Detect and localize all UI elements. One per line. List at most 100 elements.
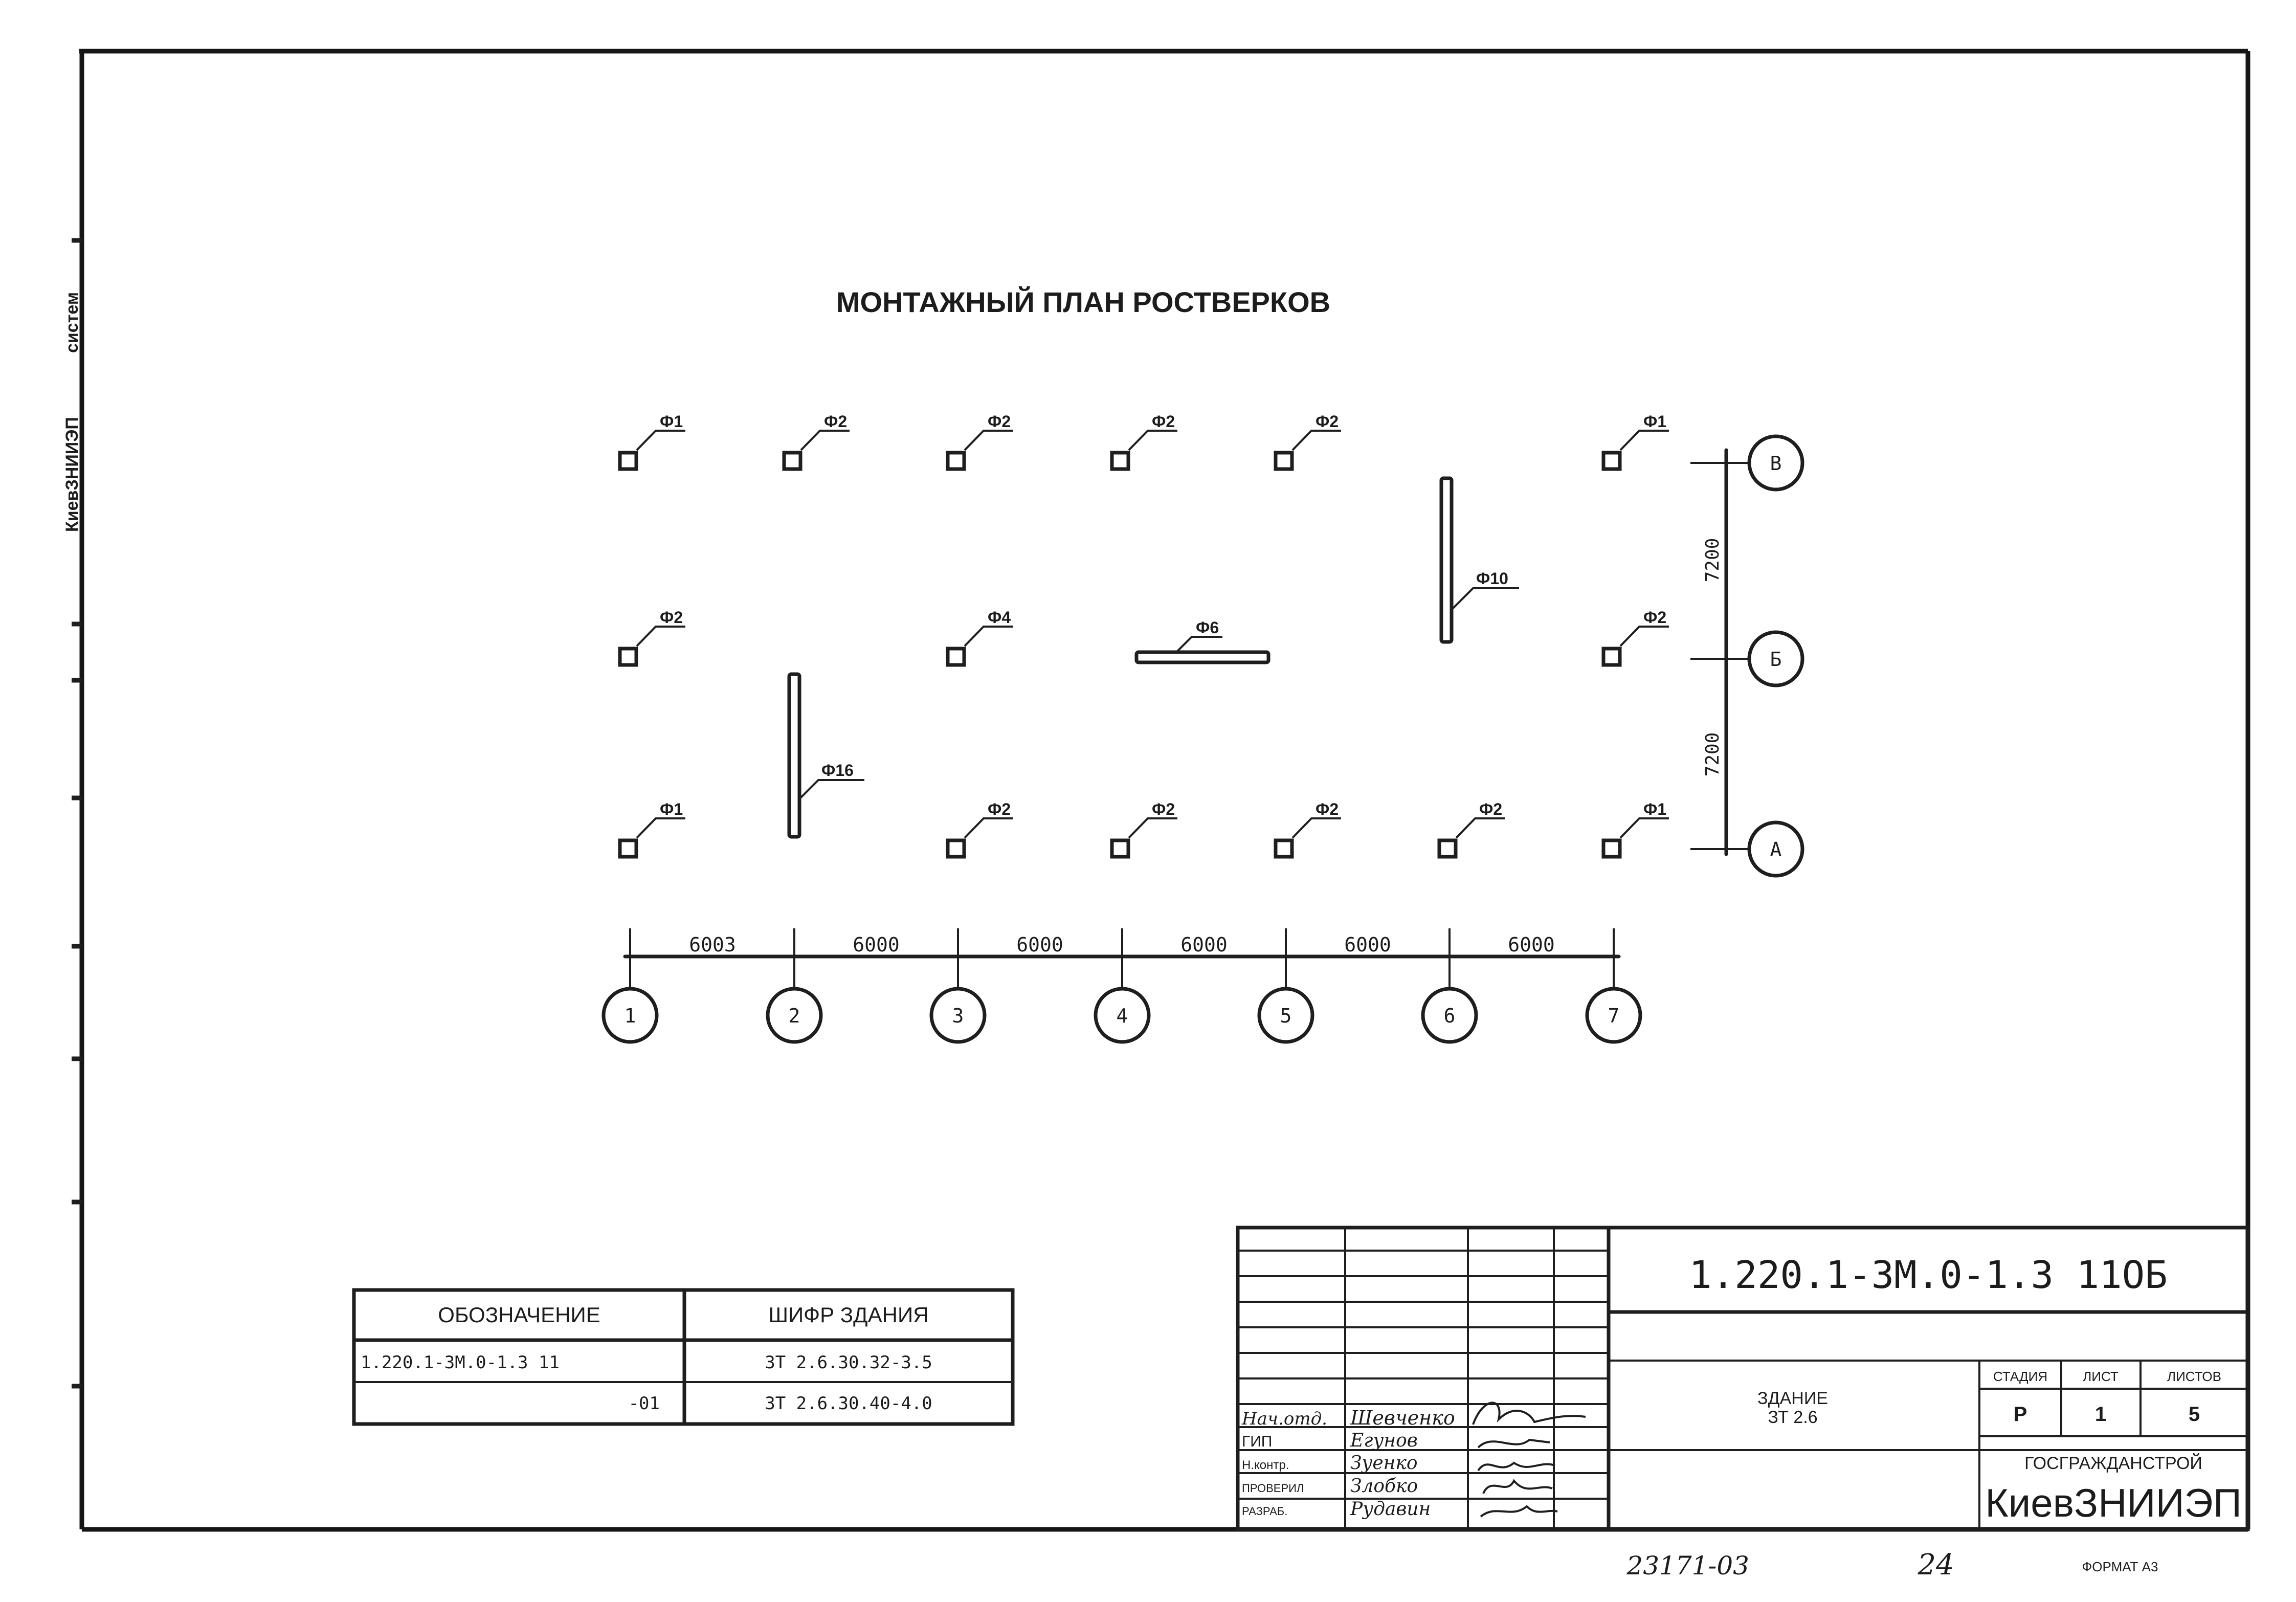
pile-cap: Ф4 [946, 608, 1013, 667]
axis-number: 7 [1608, 1005, 1620, 1027]
strip-beam-f16: Ф16 [787, 672, 864, 839]
pile-cap-mark: Ф1 [660, 800, 683, 818]
pile-cap-mark: Ф2 [1316, 412, 1339, 431]
person-name: Егунов [1350, 1430, 1418, 1451]
axis-marker: В [1726, 434, 1804, 492]
person-name: Шевченко [1350, 1407, 1455, 1429]
page-number: 24 [1917, 1548, 1954, 1582]
side-stamp-system: систем [62, 292, 82, 353]
axis-number: 2 [789, 1005, 800, 1027]
pile-cap-mark: Ф1 [1643, 412, 1666, 431]
pile-cap: Ф1 [1601, 800, 1669, 859]
axis-marker: А [1726, 820, 1804, 878]
building-code: ЗТ 2.6 [1768, 1408, 1817, 1427]
axis-letter: А [1770, 838, 1782, 861]
pile-cap: Ф1 [618, 412, 685, 471]
pile-cap-mark: Ф2 [1643, 608, 1666, 627]
table-cell: 1.220.1-3М.0-1.3 11 [361, 1352, 560, 1373]
pile-cap: Ф1 [618, 800, 685, 859]
margin-ticks [72, 238, 82, 1389]
sheet-label: ЛИСТ [2083, 1369, 2119, 1384]
axis-letter: В [1770, 452, 1782, 475]
org-top: ГОСГРАЖДАНСТРОЙ [2024, 1454, 2202, 1473]
pile-cap-mark: Ф2 [824, 412, 847, 431]
beam-mark: Ф10 [1476, 569, 1508, 588]
pile-cap: Ф2 [1601, 608, 1669, 667]
span-label: 6000 [1180, 933, 1228, 956]
stage-value: Р [2014, 1403, 2027, 1426]
pile-cap-mark: Ф2 [660, 608, 683, 627]
sheet-value: 1 [2095, 1403, 2106, 1426]
table-header: ШИФР ЗДАНИЯ [769, 1303, 929, 1327]
pile-cap: Ф2 [946, 800, 1013, 859]
org-name: КиевЗНИИЭП [1985, 1480, 2242, 1525]
pile-cap: Ф2 [1110, 800, 1177, 859]
role-label: Н.контр. [1242, 1458, 1289, 1472]
foundations-row-b: Ф2 Ф4 Ф2 [618, 608, 1669, 667]
pile-cap: Ф2 [1110, 412, 1177, 471]
pile-cap-mark: Ф2 [1152, 800, 1175, 818]
axis-marker: 6 [1421, 987, 1478, 1044]
title-block: 1.220.1-3М.0-1.3 11ОБ ЗДАНИЕ ЗТ 2.6 СТАД… [1236, 1226, 2250, 1531]
span-label: 6003 [689, 933, 736, 956]
axis-marker: 3 [929, 987, 987, 1044]
table-header: ОБОЗНАЧЕНИЕ [438, 1303, 600, 1327]
signatures [1472, 1401, 1586, 1518]
drawing-frame [79, 49, 2250, 1532]
sheets-label: ЛИСТОВ [2167, 1369, 2221, 1384]
stage-label: СТАДИЯ [1993, 1369, 2047, 1384]
pile-cap: Ф2 [1437, 800, 1505, 859]
axis-number: 4 [1117, 1005, 1128, 1027]
span-labels: 6003 6000 6000 6000 6000 6000 [689, 933, 1555, 956]
axis-number: 6 [1444, 1005, 1456, 1027]
axis-letter: Б [1770, 648, 1782, 671]
axis-marker: 1 [601, 987, 659, 1044]
dimension-line-horizontal [623, 928, 1621, 990]
pile-cap-mark: Ф2 [988, 412, 1011, 431]
format-label: ФОРМАТ А3 [2082, 1559, 2158, 1574]
document-code: 1.220.1-3М.0-1.3 11ОБ [1689, 1253, 2168, 1297]
strip-beam-f6: Ф6 [1134, 618, 1270, 664]
pile-cap: Ф2 [618, 608, 685, 667]
plan-title: МОНТАЖНЫЙ ПЛАН РОСТВЕРКОВ [836, 286, 1330, 318]
archive-number: 23171-03 [1626, 1551, 1749, 1581]
sheets-value: 5 [2189, 1403, 2200, 1426]
table-cell: -01 [629, 1393, 660, 1414]
axis-number: 3 [952, 1005, 964, 1027]
designation-table: ОБОЗНАЧЕНИЕ ШИФР ЗДАНИЯ 1.220.1-3М.0-1.3… [352, 1288, 1015, 1426]
axis-marker: 2 [766, 987, 823, 1044]
person-name: Зуенко [1350, 1453, 1418, 1474]
pile-cap-mark: Ф4 [988, 608, 1011, 627]
pile-cap-mark: Ф2 [1316, 800, 1339, 818]
pile-cap-mark: Ф1 [660, 412, 683, 431]
axis-marker: 5 [1257, 987, 1314, 1044]
pile-cap: Ф2 [1274, 412, 1341, 471]
span-label: 6000 [1344, 933, 1391, 956]
pile-cap-mark: Ф2 [988, 800, 1011, 818]
dimension-line-vertical [1690, 448, 1749, 856]
axis-markers-letters: В Б А [1726, 434, 1804, 878]
table-cell: ЗТ 2.6.30.40-4.0 [765, 1393, 932, 1414]
pile-cap-mark: Ф2 [1152, 412, 1175, 431]
person-name: Злобко [1350, 1476, 1418, 1497]
strip-beam-f10: Ф10 [1439, 476, 1519, 644]
foundations-row-v: Ф1 Ф2 Ф2 Ф2 Ф2 Ф1 [618, 412, 1669, 471]
side-stamp-org: КиевЗНИИЭП [62, 417, 82, 532]
table-cell: ЗТ 2.6.30.32-3.5 [765, 1352, 932, 1373]
vertical-span-label: 7200 [1702, 538, 1723, 583]
axis-number: 5 [1280, 1005, 1292, 1027]
pile-cap: Ф2 [782, 412, 850, 471]
pile-cap-mark: Ф1 [1643, 800, 1666, 818]
axis-number: 1 [625, 1005, 636, 1027]
vertical-span-label: 7200 [1702, 732, 1723, 777]
building-label: ЗДАНИЕ [1757, 1389, 1828, 1408]
pile-cap: Ф2 [1274, 800, 1341, 859]
pile-cap-mark: Ф2 [1479, 800, 1502, 818]
span-label: 6000 [1016, 933, 1063, 956]
axis-marker: 7 [1585, 987, 1642, 1044]
beam-mark: Ф16 [821, 761, 854, 780]
role-label: ПРОВЕРИЛ [1242, 1482, 1304, 1495]
pile-cap: Ф2 [946, 412, 1013, 471]
axis-marker: 4 [1094, 987, 1151, 1044]
